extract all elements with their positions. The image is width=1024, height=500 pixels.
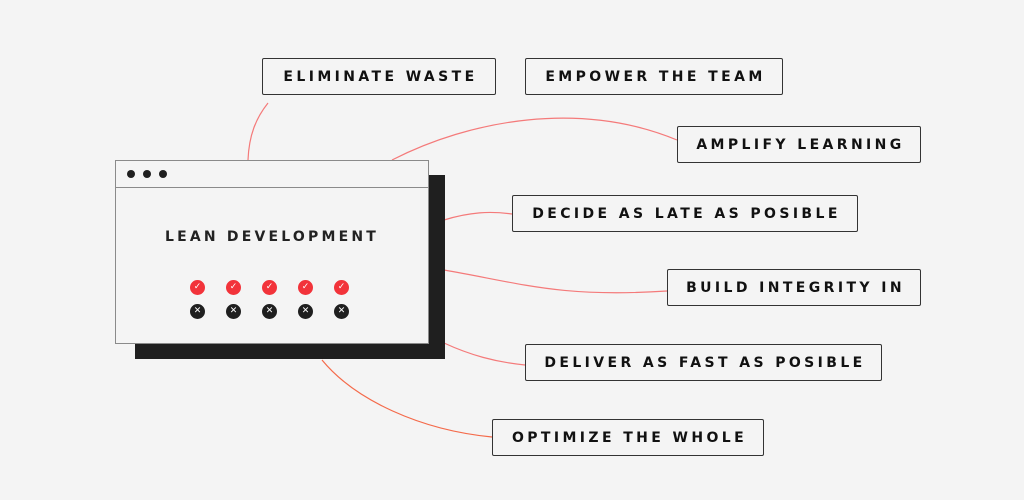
connector-build-integrity: [443, 269, 668, 294]
principle-optimize-whole: OPTIMIZE THE WHOLE: [492, 419, 764, 456]
connector-deliver: [443, 342, 526, 366]
check-icon: ✓: [334, 280, 349, 295]
check-icon: ✓: [298, 280, 313, 295]
cross-icon: ✕: [334, 304, 349, 319]
cross-icon: ✕: [298, 304, 313, 319]
app-window: LEAN DEVELOPMENT ✓ ✓ ✓ ✓ ✓ ✕ ✕ ✕ ✕ ✕: [115, 160, 429, 344]
window-dot-icon: [127, 170, 135, 178]
check-icon: ✓: [262, 280, 277, 295]
principle-build-integrity: BUILD INTEGRITY IN: [667, 269, 921, 306]
check-icon: ✓: [190, 280, 205, 295]
principle-empower-team: EMPOWER THE TEAM: [525, 58, 783, 95]
window-dot-icon: [159, 170, 167, 178]
cross-row: ✕ ✕ ✕ ✕ ✕: [190, 304, 349, 319]
check-icon: ✓: [226, 280, 241, 295]
cross-icon: ✕: [262, 304, 277, 319]
cross-icon: ✕: [226, 304, 241, 319]
connector-eliminate-waste: [247, 102, 269, 161]
window-titlebar: [116, 161, 428, 188]
principle-decide-late: DECIDE AS LATE AS POSIBLE: [512, 195, 858, 232]
window-title: LEAN DEVELOPMENT: [164, 229, 380, 245]
cross-icon: ✕: [190, 304, 205, 319]
window-dot-icon: [143, 170, 151, 178]
connector-amplify-learning: [391, 117, 678, 161]
principle-eliminate-waste: ELIMINATE WASTE: [262, 58, 496, 95]
check-row: ✓ ✓ ✓ ✓ ✓: [190, 280, 349, 295]
connector-decide: [443, 211, 513, 221]
connector-optimize: [321, 359, 493, 438]
principle-deliver-fast: DELIVER AS FAST AS POSIBLE: [525, 344, 882, 381]
principle-amplify-learning: AMPLIFY LEARNING: [677, 126, 921, 163]
